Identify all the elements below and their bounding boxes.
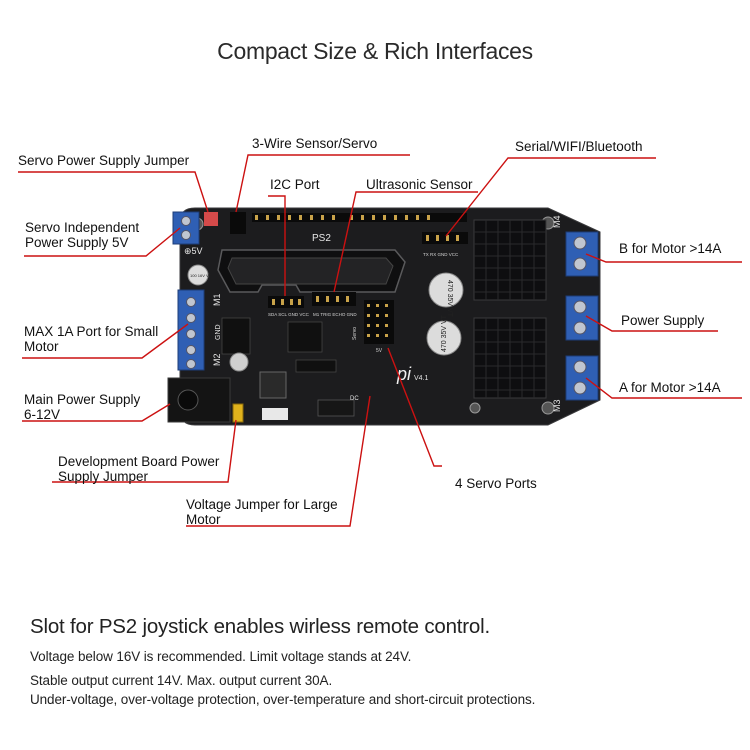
- driver-ic: [221, 317, 251, 355]
- leader-power: [585, 315, 718, 332]
- terminal-servo-5v: [172, 211, 200, 245]
- callout-servo-power-jumper: Servo Power Supply Jumper: [18, 153, 190, 168]
- leader-ultrasonic: [333, 191, 478, 293]
- gnd-label: GND: [215, 324, 222, 340]
- capacitor-small: 100 16V VT: [187, 264, 212, 286]
- capacitor-large-2: 470 35V VT: [426, 314, 462, 356]
- fuse-block: [262, 408, 288, 420]
- leader-servo-jumper: [18, 171, 209, 213]
- ultrasonic-header: [312, 292, 356, 306]
- leader-i2c: [268, 195, 286, 296]
- feature-headline: Slot for PS2 joystick enables wirless re…: [30, 615, 490, 638]
- callout-power-supply: Power Supply: [621, 313, 705, 328]
- svg-text:470 35V VT: 470 35V VT: [441, 314, 448, 352]
- terminal-a-motor: [565, 355, 599, 401]
- leader-b-motor: [585, 253, 742, 263]
- leader-dev-jumper: [52, 419, 237, 483]
- m1-label: M1: [212, 293, 222, 306]
- dev-board-jumper: [232, 403, 244, 423]
- switch-block: [317, 399, 355, 417]
- m3-label: M3: [552, 399, 562, 412]
- callout-serial: Serial/WIFI/Bluetooth: [515, 139, 643, 154]
- callout-b-motor: B for Motor >14A: [619, 241, 722, 256]
- serial-silkscreen: TX RX GND VCC: [423, 252, 459, 257]
- callout-a-motor: A for Motor >14A: [619, 380, 721, 395]
- feature-line: Voltage below 16V is recommended. Limit …: [30, 649, 412, 664]
- capacitor-mid: [229, 352, 249, 372]
- svg-text:470 35V VT: 470 35V VT: [446, 280, 453, 318]
- servo-power-jumper-cap: [204, 212, 218, 226]
- i2c-silkscreen: SDA SCL GND VCC: [268, 312, 310, 317]
- regulator-ic: [295, 359, 337, 373]
- ps2-slot: PS2: [217, 233, 406, 293]
- terminal-b-motor: [565, 231, 599, 277]
- callout-dev-jumper: Development Board Power Supply Jumper: [58, 454, 220, 484]
- mcu-ic: [287, 321, 323, 353]
- callout-max-1a: MAX 1A Port for Small Motor: [24, 324, 159, 354]
- m4-label: M4: [552, 215, 562, 228]
- heatsink-bottom: [473, 317, 547, 399]
- leader-a-motor: [585, 377, 742, 399]
- mounting-hole: [469, 402, 481, 414]
- terminal-power-supply: [565, 295, 599, 341]
- capacitor-large-1: 470 35V VT: [428, 272, 464, 318]
- leader-three-wire: [235, 154, 410, 213]
- dc-barrel-jack: [167, 377, 231, 423]
- dc-label: DC: [350, 396, 359, 402]
- leader-voltage-jumper: [186, 395, 371, 527]
- callout-servo-ports: 4 Servo Ports: [455, 476, 537, 491]
- callout-main-power: Main Power Supply 6-12V: [24, 392, 141, 422]
- leader-main-power: [22, 403, 171, 422]
- feature-line: Stable output current 14V. Max. output c…: [30, 673, 333, 688]
- version-label: V4.1: [414, 375, 429, 382]
- ps2-label: PS2: [312, 233, 331, 244]
- leader-max-1a: [22, 323, 189, 359]
- i2c-header: [268, 296, 304, 308]
- callout-three-wire: 3-Wire Sensor/Servo: [252, 136, 378, 151]
- callout-ultrasonic: Ultrasonic Sensor: [366, 177, 473, 192]
- fivev-silkscreen: 5V: [376, 348, 383, 354]
- page-title: Compact Size & Rich Interfaces: [217, 38, 533, 64]
- three-wire-header: [230, 212, 246, 234]
- mounting-hole: [541, 401, 555, 415]
- pcb-board: PS2 SDA SCL GND VCC M1 TRIG ECHO GND TX …: [179, 207, 601, 426]
- leader-servo-ports: [387, 347, 442, 467]
- feature-line: Under-voltage, over-voltage protection, …: [30, 692, 536, 707]
- callout-servo-5v: Servo Independent Power Supply 5V: [25, 220, 140, 250]
- top-header: [252, 213, 467, 222]
- callout-voltage-jumper: Voltage Jumper for Large Motor: [186, 497, 338, 527]
- plus5v-label: ⊕5V: [184, 246, 203, 256]
- leader-lines: [18, 154, 742, 527]
- servo-silkscreen: Servo: [352, 327, 358, 340]
- m2-label: M2: [212, 353, 222, 366]
- leader-serial: [445, 157, 656, 237]
- terminal-small-motors: [177, 289, 205, 371]
- heatsink-top: [473, 219, 547, 301]
- svg-text:100 16V VT: 100 16V VT: [190, 273, 212, 278]
- inductor: [259, 371, 287, 399]
- leader-servo-5v: [24, 227, 181, 257]
- callout-i2c: I2C Port: [270, 177, 320, 192]
- ultrasonic-silkscreen: M1 TRIG ECHO GND: [313, 312, 357, 317]
